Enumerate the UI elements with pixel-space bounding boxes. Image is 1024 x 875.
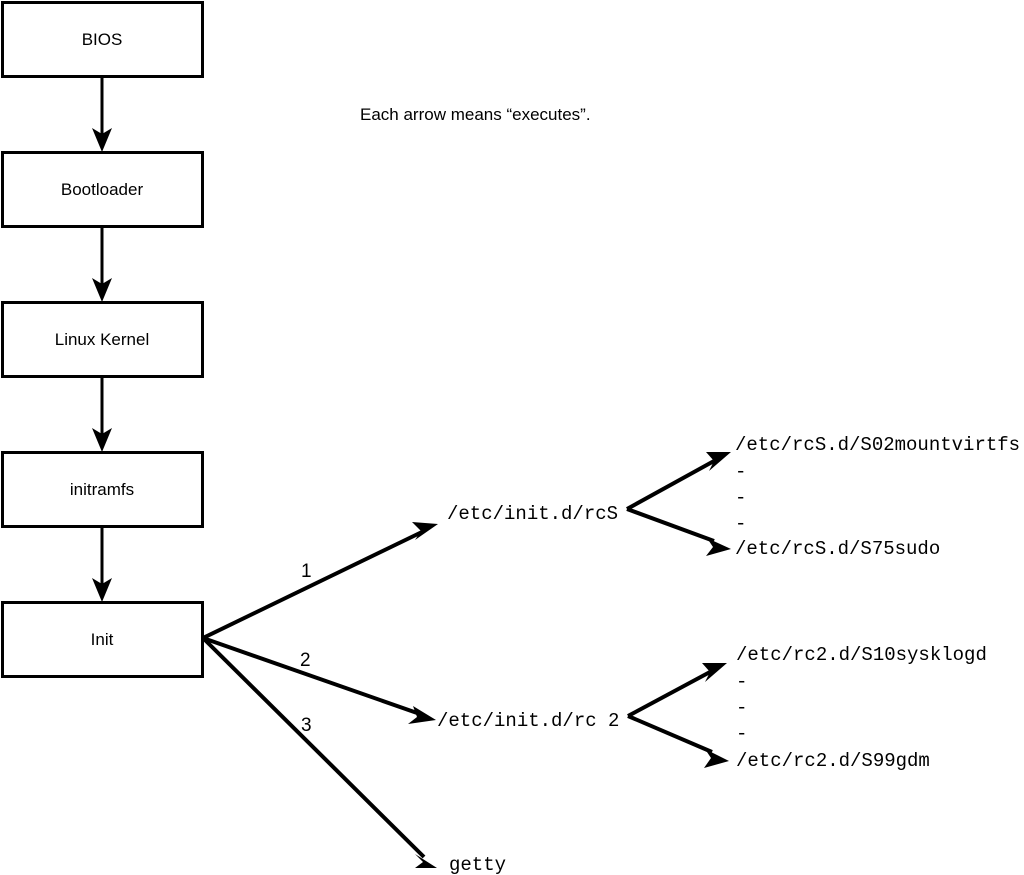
rcs-ellipsis-dash-2: - <box>735 487 746 509</box>
node-init-rect <box>1 601 204 678</box>
node-bios[interactable]: BIOS <box>1 1 204 78</box>
edge-number-2: 2 <box>300 650 311 671</box>
rc2-ellipsis-dash-1: - <box>736 671 747 693</box>
node-initramfs-label: initramfs <box>70 480 134 499</box>
node-initramfs-rect <box>1 451 204 528</box>
rc2-ellipsis-dash-2: - <box>736 697 747 719</box>
node-bios-label: BIOS <box>82 30 123 49</box>
label-rcs-script-first[interactable]: /etc/rcS.d/S02mountvirtfs <box>735 434 1020 456</box>
arrow-init-to-rcs <box>202 522 438 640</box>
label-rcs[interactable]: /etc/init.d/rcS <box>447 503 618 525</box>
node-linux-kernel-rect <box>1 301 204 378</box>
rc2-ellipsis-dash-3: - <box>736 723 747 745</box>
node-initramfs[interactable]: initramfs <box>1 451 204 528</box>
rcs-ellipsis-dash-1: - <box>735 461 746 483</box>
edge-number-3: 3 <box>301 715 312 736</box>
node-bios-rect <box>1 1 204 78</box>
arrow-bios-to-bootloader <box>92 77 112 152</box>
arrow-init-to-rc2 <box>202 636 436 724</box>
node-bootloader-label: Bootloader <box>61 180 144 199</box>
node-linux-kernel-label: Linux Kernel <box>55 330 150 349</box>
label-rcs-script-last[interactable]: /etc/rcS.d/S75sudo <box>735 538 940 560</box>
node-linux-kernel[interactable]: Linux Kernel <box>1 301 204 378</box>
rcs-ellipsis-dash-3: - <box>735 513 746 535</box>
node-init[interactable]: Init <box>1 601 204 678</box>
label-getty[interactable]: getty <box>449 854 506 875</box>
node-bootloader-rect <box>1 151 204 228</box>
arrow-bootloader-to-kernel <box>92 227 112 302</box>
arrow-init-to-getty <box>201 636 437 868</box>
arrow-rcs-to-first-script <box>626 452 731 511</box>
label-rc2-script-first[interactable]: /etc/rc2.d/S10sysklogd <box>736 644 987 666</box>
node-init-label: Init <box>91 630 114 649</box>
arrow-rcs-to-last-script <box>626 507 731 556</box>
edge-number-1: 1 <box>301 561 312 582</box>
diagram-caption: Each arrow means “executes”. <box>360 105 591 124</box>
arrow-rc2-to-last-script <box>627 714 729 768</box>
label-rc2-script-last[interactable]: /etc/rc2.d/S99gdm <box>736 750 930 772</box>
arrow-rc2-to-first-script <box>627 663 727 718</box>
arrow-kernel-to-initramfs <box>92 377 112 452</box>
label-rc2[interactable]: /etc/init.d/rc 2 <box>437 710 619 732</box>
node-bootloader[interactable]: Bootloader <box>1 151 204 228</box>
arrow-initramfs-to-init <box>92 527 112 602</box>
